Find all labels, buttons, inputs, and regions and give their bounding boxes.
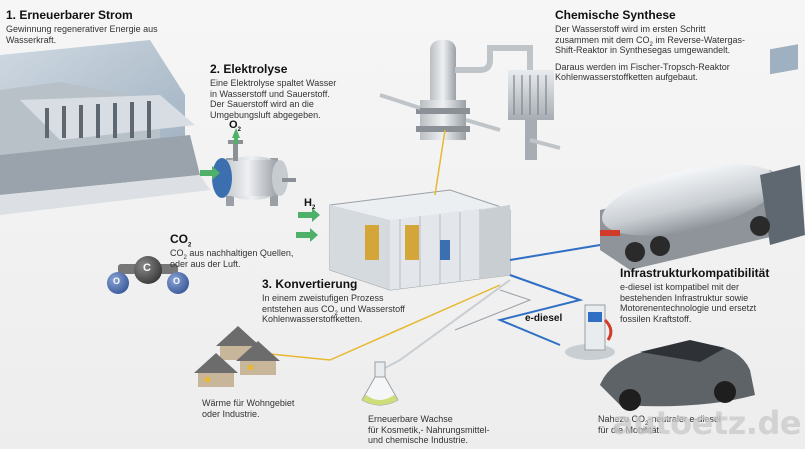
section-3-desc-post: und Wasserstoff: [337, 303, 405, 314]
section-3-desc-line-3: Kohlenwasserstoffketten.: [262, 314, 363, 324]
co2-desc-line-1: CO2 aus nachhaltigen Quellen,: [170, 248, 294, 261]
co2-desc-post: aus nachhaltigen Quellen,: [186, 248, 294, 258]
section-3-desc-sub: 2: [334, 310, 338, 317]
houses: [194, 326, 280, 387]
section-3-title: 3. Konvertierung: [262, 277, 358, 291]
h2-label: H2: [304, 196, 316, 212]
o2-base: O: [229, 119, 238, 131]
co2-desc-pre: CO: [170, 248, 184, 258]
co2-molecule: [107, 256, 189, 294]
fuel-pump: [565, 304, 615, 360]
synthesis-title: Chemische Synthese: [555, 8, 676, 22]
co2-desc-line-2: oder aus der Luft.: [170, 258, 241, 269]
wax-desc-line-3: und chemische Industrie.: [368, 435, 469, 445]
section-3-desc-line-1: In einem zweistufigen Prozess: [262, 293, 384, 303]
co2-title: CO2: [170, 232, 192, 249]
section-1-desc-line-1: Gewinnung regenerativer Energie aus: [6, 24, 158, 34]
tanker-truck: [600, 44, 805, 270]
infra-desc: e-diesel ist kompatibel mit der bestehen…: [620, 282, 756, 324]
h2-base: H: [304, 197, 312, 209]
car: [600, 340, 755, 411]
hydro-dam-illustration: [0, 40, 210, 215]
wax-desc-line-1: Erneuerbare Wachse: [368, 414, 453, 424]
section-1-desc: Gewinnung regenerativer Energie aus Wass…: [6, 24, 158, 45]
heat-desc: Wärme für Wohngebiet oder Industrie.: [202, 398, 294, 419]
section-2-desc: Eine Elektrolyse spaltet Wasser in Wasse…: [210, 78, 336, 120]
synthesis-tower: [379, 40, 561, 160]
wax-desc-line-2: für Kosmetik,- Nahrungsmittel-: [368, 424, 490, 435]
watermark: autoetz.de: [612, 404, 802, 442]
co2-base: CO: [170, 232, 188, 246]
infra-desc-line-2: bestehenden Infrastruktur sowie: [620, 292, 749, 303]
o2-sub: 2: [237, 127, 241, 134]
infra-desc-line-3: Motorenentechnologie und ersetzt: [620, 303, 757, 313]
synthesis-desc-line-3: Shift-Reaktor in Synthesegas umgewandelt…: [555, 45, 731, 55]
process-arrows: [200, 128, 320, 242]
synthesis-desc-sub: 2: [649, 41, 653, 48]
section-2-desc-line-3: Der Sauerstoff wird an die: [210, 99, 314, 109]
infra-desc-line-4: fossilen Kraftstoff.: [620, 313, 692, 324]
heat-desc-line-1: Wärme für Wohngebiet: [202, 398, 295, 408]
molecule-o-right: O: [173, 276, 181, 286]
car-desc-post: -neutraler e-diesel: [648, 414, 721, 424]
infra-title: Infrastrukturkompatibilität: [620, 266, 770, 280]
wax-desc: Erneuerbare Wachse für Kosmetik,- Nahrun…: [368, 414, 490, 446]
wax-flask: [361, 361, 399, 406]
heat-desc-line-2: oder Industrie.: [202, 408, 260, 419]
section-1-desc-line-2: Wasserkraft.: [6, 34, 57, 45]
synthesis-desc-line-4: Daraus werden im Fischer-Tropsch-Reaktor: [555, 61, 730, 72]
molecule-c: C: [143, 262, 151, 274]
electrolysis-tank: [212, 140, 296, 206]
section-1-title: 1. Erneuerbarer Strom: [6, 8, 133, 22]
synthesis-desc-line-1: Der Wasserstoff wird im ersten Schritt: [555, 24, 706, 34]
section-2-title: 2. Elektrolyse: [210, 62, 288, 76]
infra-desc-line-1: e-diesel ist kompatibel mit der: [620, 282, 740, 292]
conversion-container: [329, 189, 511, 291]
section-3-desc-line-2: entstehen aus CO2 und Wasserstoff: [262, 303, 405, 317]
co2-sub: 2: [188, 242, 192, 249]
car-desc-sub: 2: [645, 420, 649, 427]
synthesis-desc-line-5: Kohlenwasserstoffketten aufgebaut.: [555, 72, 698, 82]
synthesis-desc-line-2: zusammen mit dem CO2 im Reverse-Watergas…: [555, 34, 746, 48]
car-desc-pre: Nahezu CO: [598, 414, 646, 424]
section-3-desc: In einem zweistufigen Prozess entstehen …: [262, 293, 405, 325]
ediesel-label: e-diesel: [525, 313, 563, 324]
co2-desc-sub: 2: [183, 254, 187, 261]
o2-label: O2: [229, 118, 241, 134]
synthesis-desc: Der Wasserstoff wird im ersten Schritt z…: [555, 24, 745, 83]
co2-desc: CO2 aus nachhaltigen Quellen, oder aus d…: [170, 248, 293, 269]
section-3-desc-pre: entstehen aus CO: [262, 303, 335, 314]
molecule-o-left: O: [113, 276, 121, 286]
section-2-desc-line-2: in Wasserstoff und Sauerstoff.: [210, 88, 330, 99]
synthesis-desc-post: im Reverse-Watergas-: [652, 34, 746, 45]
h2-sub: 2: [311, 205, 316, 212]
synthesis-desc-pre: zusammen mit dem CO: [555, 34, 650, 45]
car-desc-line-2: für die Mobilität.: [598, 424, 662, 435]
section-2-desc-line-1: Eine Elektrolyse spaltet Wasser: [210, 78, 337, 88]
section-2-desc-line-4: Umgebungsluft abgegeben.: [210, 109, 321, 120]
car-desc-line-1: Nahezu CO2-neutraler e-diesel: [598, 414, 721, 427]
car-desc: Nahezu CO2-neutraler e-diesel für die Mo…: [598, 414, 721, 435]
